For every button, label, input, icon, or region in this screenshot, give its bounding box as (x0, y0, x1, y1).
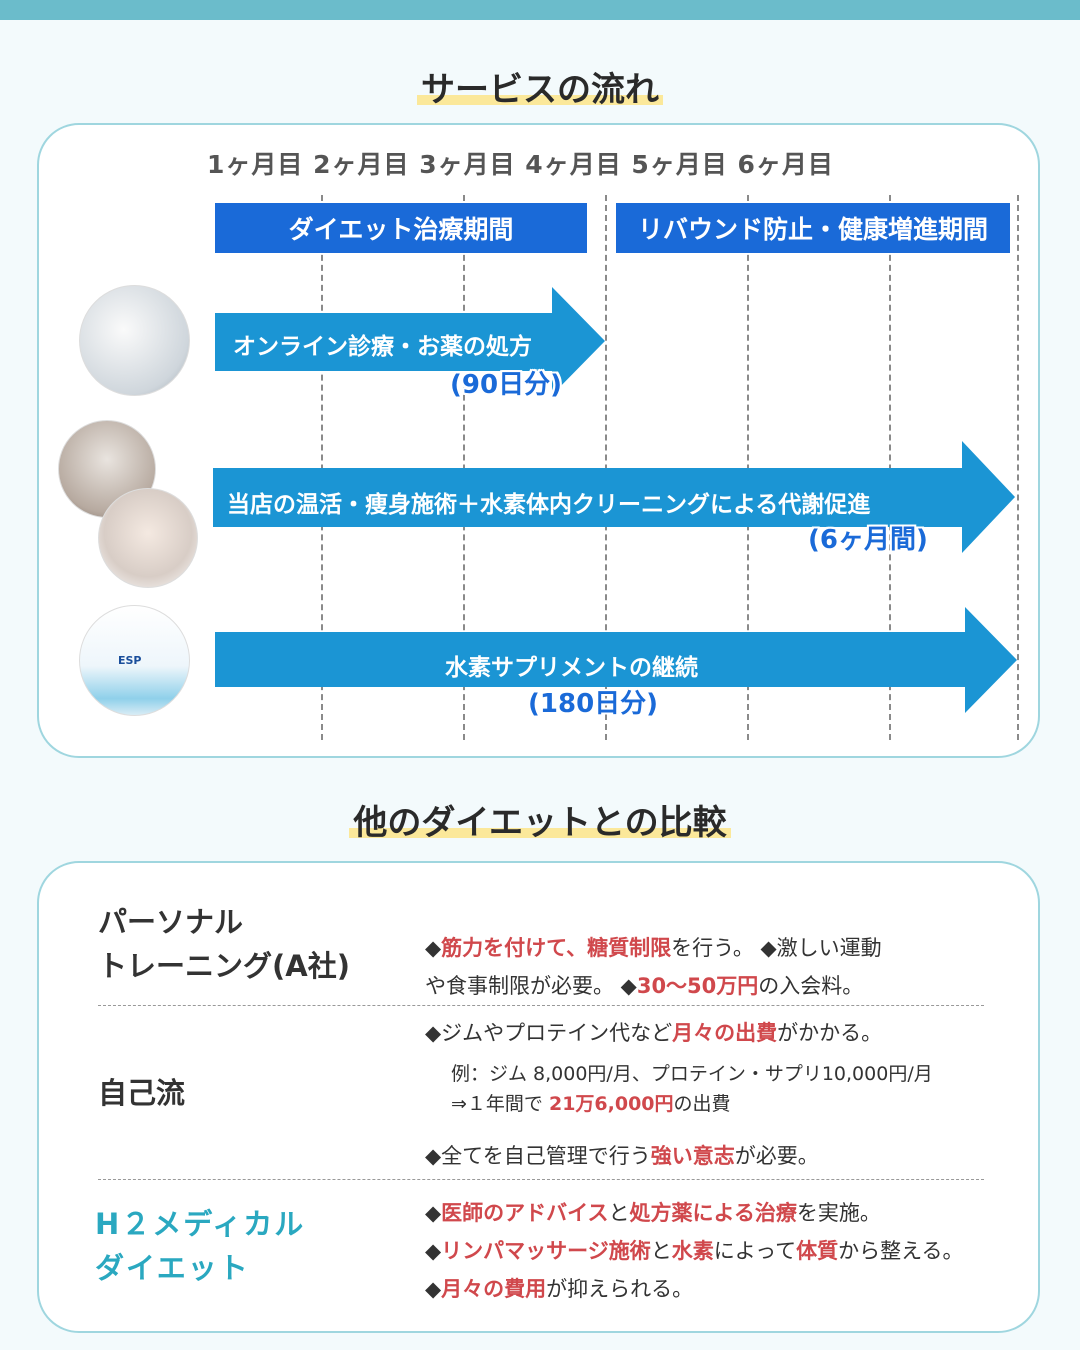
step-label: 水素サプリメントの継続 (445, 655, 698, 681)
step-duration: (180日分) (528, 689, 659, 719)
arrow-head-icon (965, 607, 1017, 713)
arrow-supplement (215, 632, 966, 687)
text-segment: 例：ジム 8,000円/月、プロテイン・サプリ10,000円/月 (451, 1063, 933, 1085)
text-segment: ◆ジムやプロテイン代など (425, 1021, 673, 1045)
arrow-head-icon (962, 441, 1015, 553)
month-labels: 1ヶ月目 2ヶ月目 3ヶ月目 4ヶ月目 5ヶ月目 6ヶ月目 (207, 150, 834, 179)
phase-rebound: リバウンド防止・健康増進期間 (616, 203, 1010, 253)
step-duration: (90日分) (450, 370, 562, 400)
text-segment: ◆ (425, 1201, 442, 1225)
top-bar (0, 0, 1080, 20)
row-title-h2: H２メディカル ダイエット (95, 1207, 306, 1285)
row-text: ◆月々の費用が抑えられる。 (425, 1273, 693, 1303)
row-text: 例：ジム 8,000円/月、プロテイン・サプリ10,000円/月 (451, 1059, 933, 1086)
row-text: ◆全てを自己管理で行う強い意志が必要。 (425, 1140, 819, 1170)
highlight-text: 30〜50万円 (636, 974, 759, 998)
text-segment: の出費 (673, 1093, 731, 1115)
highlight-text: 21万6,000円 (548, 1093, 674, 1115)
highlight-text: 月々の出費 (672, 1021, 778, 1045)
row-title-self: 自己流 (98, 1076, 186, 1110)
step-label: オンライン診療・お薬の処方 (233, 334, 532, 360)
highlight-text: 筋力を付けて、糖質制限 (441, 936, 672, 960)
step-duration: (6ヶ月間) (808, 525, 928, 555)
supplement-photo: ESP (79, 605, 190, 716)
text-segment: がかかる。 (777, 1021, 883, 1045)
highlight-text: 体質 (796, 1239, 839, 1263)
doctor-photo (79, 285, 190, 396)
woman-photo (98, 488, 198, 588)
row-text: ◆筋力を付けて、糖質制限を行う。 ◆激しい運動 (425, 932, 882, 962)
arrow-treatment (213, 468, 963, 527)
row-text: ◆ジムやプロテイン代など月々の出費がかかる。 (425, 1017, 882, 1047)
text-segment: を行う。 ◆激しい運動 (671, 936, 882, 960)
month-divider (889, 195, 891, 740)
text-segment: と (608, 1201, 630, 1225)
text-segment: と (650, 1239, 672, 1263)
month-divider (747, 195, 749, 740)
flow-title: サービスの流れ (0, 62, 1080, 111)
text-segment: や食事制限が必要。 ◆ (425, 974, 637, 998)
step-label: 当店の温活・痩身施術＋水素体内クリーニングによる代謝促進 (227, 492, 871, 518)
highlight-text: 強い意志 (650, 1144, 735, 1168)
text-segment: ◆ (425, 1239, 442, 1263)
row-divider (98, 1179, 984, 1180)
month-divider (1017, 195, 1019, 740)
highlight-text: 月々の費用 (441, 1277, 547, 1301)
compare-card (37, 861, 1040, 1333)
text-segment: を実施。 (796, 1201, 881, 1225)
row-divider (98, 1005, 984, 1006)
row-text: ◆医師のアドバイスと処方薬による治療を実施。 (425, 1197, 881, 1227)
text-segment: ⇒１年間で (451, 1093, 549, 1115)
text-segment: が抑えられる。 (546, 1277, 694, 1301)
text-segment: ◆ (425, 936, 442, 960)
highlight-text: 処方薬による治療 (629, 1201, 797, 1225)
row-title-personal: パーソナル トレーニング(A社) (98, 905, 350, 983)
text-segment: が必要。 (734, 1144, 819, 1168)
text-segment: の入会料。 (758, 974, 864, 998)
highlight-text: 医師のアドバイス (441, 1201, 609, 1225)
compare-title: 他のダイエットとの比較 (0, 795, 1080, 844)
month-divider (463, 195, 465, 740)
text-segment: から整える。 (838, 1239, 964, 1263)
row-text: ◆リンパマッサージ施術と水素によって体質から整える。 (425, 1235, 963, 1265)
text-segment: ◆ (425, 1277, 442, 1301)
month-divider (605, 195, 607, 740)
highlight-text: リンパマッサージ施術 (441, 1239, 651, 1263)
arrow-head-icon (552, 287, 605, 395)
month-divider (321, 195, 323, 740)
text-segment: によって (713, 1239, 797, 1263)
row-text: や食事制限が必要。 ◆30〜50万円の入会料。 (425, 970, 863, 1000)
row-text: ⇒１年間で 21万6,000円の出費 (451, 1089, 731, 1116)
highlight-text: 水素 (671, 1239, 714, 1263)
phase-diet: ダイエット治療期間 (215, 203, 587, 253)
text-segment: ◆全てを自己管理で行う (425, 1144, 651, 1168)
arrow-online-consult (215, 313, 555, 371)
